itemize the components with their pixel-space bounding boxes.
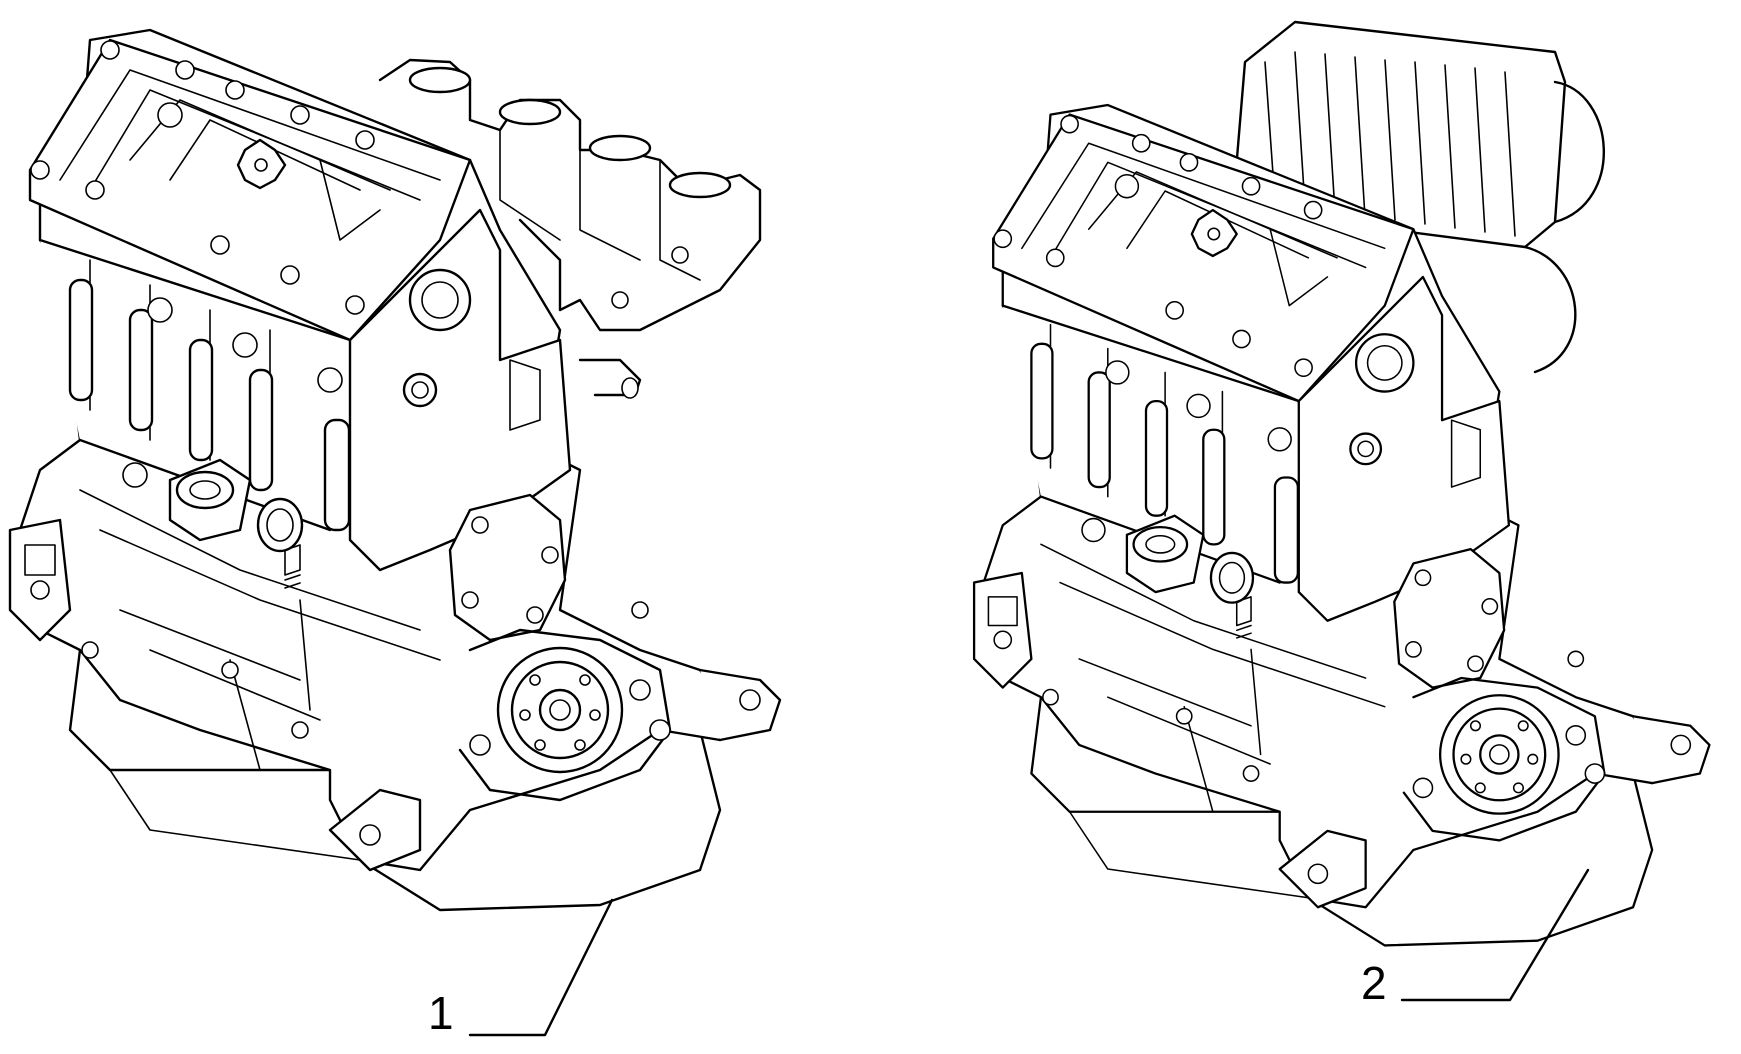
engine-2-assembly (972, 20, 1711, 1002)
callout-label-2: 2 (1361, 957, 1387, 1009)
engine-1-assembly (8, 28, 782, 1037)
callout-label-1: 1 (428, 987, 454, 1039)
